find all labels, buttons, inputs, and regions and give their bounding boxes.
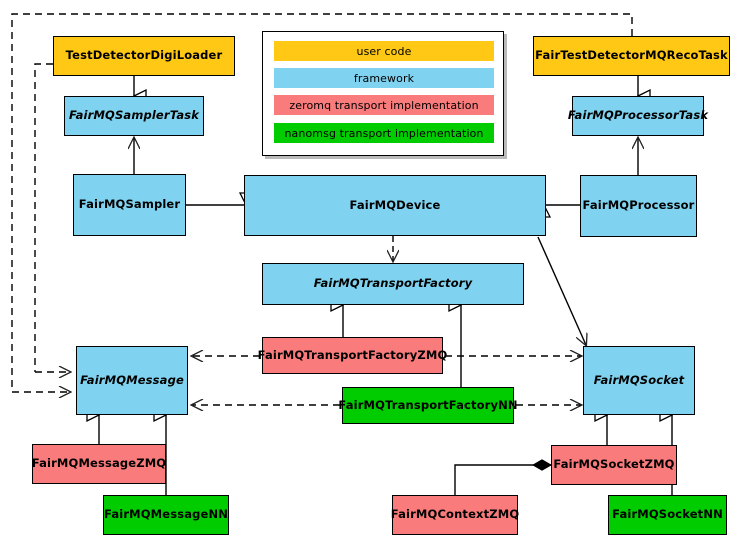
edge-device-socket <box>537 236 586 345</box>
class-label: FairMQSamplerTask <box>68 108 200 123</box>
edge-contextzmq-socketzmq <box>454 459 552 495</box>
edge-digiloader-outer <box>34 63 53 372</box>
class-label: FairMQProcessor <box>582 198 695 213</box>
class-label: FairMQSocketNN <box>612 507 723 522</box>
class-node-fairmq-message[interactable]: FairMQMessage <box>76 346 188 415</box>
class-node-test-detector-digi-loader[interactable]: TestDetectorDigiLoader <box>53 36 235 76</box>
class-node-fairmq-context-zmq[interactable]: FairMQContextZMQ <box>390 495 520 535</box>
class-node-fairmq-device[interactable]: FairMQDevice <box>244 175 546 236</box>
class-node-fairmq-sampler-task[interactable]: FairMQSamplerTask <box>64 96 204 136</box>
class-label: TestDetectorDigiLoader <box>65 48 223 63</box>
class-label: FairMQSampler <box>78 197 181 212</box>
legend-item-zeromq: zeromq transport implementation <box>274 95 494 115</box>
class-label: FairMQTransportFactoryNN <box>338 397 518 412</box>
legend-item-label: nanomsg transport implementation <box>284 126 484 140</box>
class-node-fairmq-socket-zmq[interactable]: FairMQSocketZMQ <box>551 445 677 485</box>
class-node-fairmq-processor-task[interactable]: FairMQProcessorTask <box>568 96 708 136</box>
class-label: FairMQContextZMQ <box>390 507 520 522</box>
class-label: FairMQTransportFactory <box>313 276 473 291</box>
class-node-fairmq-sampler[interactable]: FairMQSampler <box>73 174 186 236</box>
class-label: FairMQMessageZMQ <box>31 456 167 471</box>
class-label: FairMQProcessorTask <box>567 108 709 123</box>
class-node-fairmq-message-nn[interactable]: FairMQMessageNN <box>103 495 229 535</box>
legend-item-label: framework <box>353 71 415 85</box>
legend-item-label: zeromq transport implementation <box>289 98 479 112</box>
legend-item-framework: framework <box>274 68 494 88</box>
class-node-fairmq-socket[interactable]: FairMQSocket <box>583 346 695 415</box>
class-label: FairMQTransportFactoryZMQ <box>257 347 448 362</box>
class-node-fairmq-transport-factory-nn[interactable]: FairMQTransportFactoryNN <box>338 387 518 424</box>
class-label: FairMQMessageNN <box>104 507 228 522</box>
class-node-fairmq-transport-factory[interactable]: FairMQTransportFactory <box>262 263 524 305</box>
class-node-fairtestdetector-mq-recotask[interactable]: FairTestDetectorMQRecoTask <box>533 36 730 76</box>
color-legend: user code framework zeromq transport imp… <box>262 31 504 156</box>
class-node-fairmq-message-zmq[interactable]: FairMQMessageZMQ <box>32 444 166 484</box>
legend-item-nanomsg: nanomsg transport implementation <box>274 123 494 143</box>
class-label: FairMQSocket <box>593 372 685 387</box>
class-node-fairmq-transport-factory-zmq[interactable]: FairMQTransportFactoryZMQ <box>258 337 447 374</box>
class-node-fairmq-processor[interactable]: FairMQProcessor <box>580 175 697 237</box>
class-label: FairMQSocketZMQ <box>553 457 675 472</box>
class-node-fairmq-socket-nn[interactable]: FairMQSocketNN <box>608 495 727 535</box>
class-label: FairTestDetectorMQRecoTask <box>535 48 728 63</box>
class-label: FairMQDevice <box>349 197 441 212</box>
legend-item-label: user code <box>356 44 412 58</box>
legend-item-user-code: user code <box>274 41 494 61</box>
class-label: FairMQMessage <box>80 372 184 387</box>
